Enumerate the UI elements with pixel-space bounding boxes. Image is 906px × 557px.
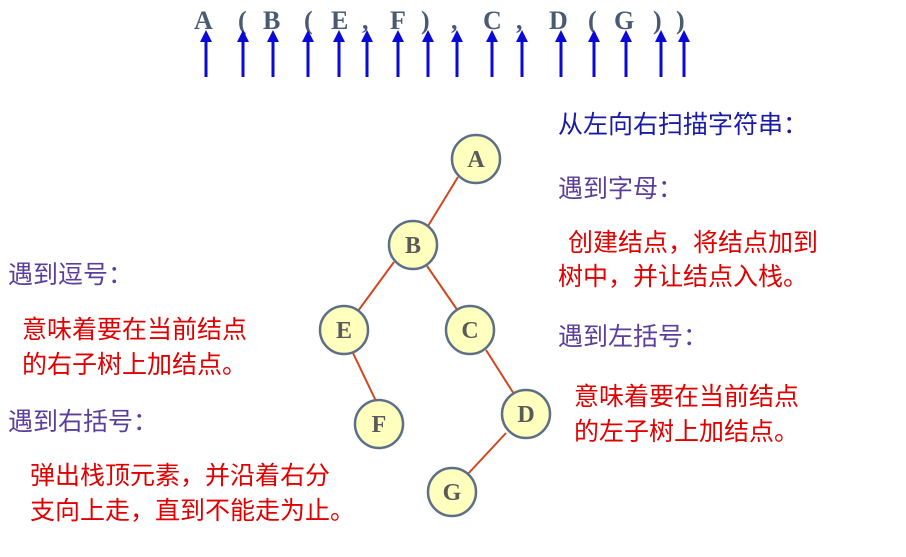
arrow-head-icon xyxy=(267,30,279,42)
arrow-head-icon xyxy=(237,30,249,42)
node-label-F: F xyxy=(372,412,387,438)
node-label-C: C xyxy=(461,318,478,344)
lparen-body-line-2: 的左子树上加结点。 xyxy=(574,417,800,446)
token-G: G xyxy=(614,6,635,35)
node-label-E: E xyxy=(336,318,352,344)
tree-node-F: F xyxy=(353,398,405,450)
token-comma: , xyxy=(362,6,369,35)
token-rparen: ) xyxy=(676,6,685,35)
arrow-head-icon xyxy=(302,30,314,42)
tree-edges xyxy=(351,176,515,477)
token-rparen: ) xyxy=(653,6,662,35)
token-F: F xyxy=(390,6,406,35)
token-comma: , xyxy=(451,6,458,35)
token-B: B xyxy=(263,6,281,35)
tree-node-A: A xyxy=(450,133,502,185)
token-lparen: ( xyxy=(588,6,597,35)
node-label-G: G xyxy=(443,480,462,506)
edge-A-B xyxy=(427,176,459,227)
rparen-body-line-1: 弹出栈顶元素，并沿着右分 xyxy=(30,461,331,490)
edge-C-D xyxy=(485,349,515,395)
token-A: A xyxy=(194,6,213,35)
tree-node-G: G xyxy=(426,466,478,518)
node-label-D: D xyxy=(517,402,534,428)
letter-body-line-2: 树中，并让结点入栈。 xyxy=(558,262,809,291)
arrow-head-icon xyxy=(392,30,404,42)
arrow-head-icon xyxy=(620,30,632,42)
arrow-head-icon xyxy=(555,30,567,42)
arrow-head-icon xyxy=(422,30,434,42)
arrow-head-icon xyxy=(588,30,600,42)
tree-node-E: E xyxy=(318,304,370,356)
arrow-heads xyxy=(200,30,690,42)
comma-heading: 遇到逗号： xyxy=(8,260,134,289)
token-lparen: ( xyxy=(304,6,313,35)
token-C: C xyxy=(483,6,502,35)
token-lparen: ( xyxy=(238,6,247,35)
scan-title: 从左向右扫描字符串： xyxy=(558,110,809,139)
arrow-head-icon xyxy=(486,30,498,42)
lparen-heading: 遇到左括号： xyxy=(558,322,709,351)
arrow-head-icon xyxy=(655,30,667,42)
tree-node-C: C xyxy=(444,304,496,356)
token-comma: , xyxy=(516,6,523,35)
token-D: D xyxy=(549,6,568,35)
node-label-B: B xyxy=(405,233,421,259)
arrow-head-icon xyxy=(516,30,528,42)
edge-B-C xyxy=(426,265,459,312)
arrow-head-icon xyxy=(678,30,690,42)
edge-E-F xyxy=(351,350,377,402)
arrow-head-icon xyxy=(333,30,345,42)
tree-node-D: D xyxy=(500,388,552,440)
comma-body-line-1: 意味着要在当前结点 xyxy=(22,315,248,344)
token-E: E xyxy=(331,6,349,35)
letter-body-line-1: 创建结点，将结点加到 xyxy=(568,228,819,257)
lparen-body-line-1: 意味着要在当前结点 xyxy=(574,382,800,411)
comma-body-line-2: 的右子树上加结点。 xyxy=(22,350,248,379)
edge-D-G xyxy=(465,432,507,477)
token-rparen: ) xyxy=(421,6,430,35)
edge-B-E xyxy=(357,261,395,312)
rparen-body-line-2: 支向上走，直到不能走为止。 xyxy=(30,496,356,525)
arrow-head-icon xyxy=(200,30,212,42)
rparen-heading: 遇到右括号： xyxy=(8,407,159,436)
arrow-head-icon xyxy=(361,30,373,42)
arrow-head-icon xyxy=(451,30,463,42)
tree-nodes: A B E C F D G xyxy=(318,133,552,518)
node-label-A: A xyxy=(467,147,485,173)
tree-node-B: B xyxy=(387,219,439,271)
letter-heading: 遇到字母： xyxy=(558,174,684,203)
